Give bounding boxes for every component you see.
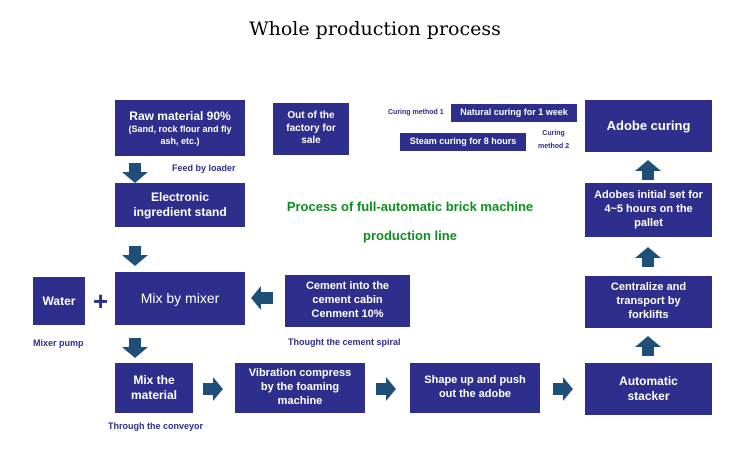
- mix-material-line-1: Mix the: [133, 373, 175, 387]
- adobes-initial-line-3: pallet: [634, 216, 663, 229]
- arrow-right-shape-to-stacker-shape: [553, 377, 573, 401]
- out-of-factory-box: Out of the factory for sale: [273, 103, 349, 155]
- natural-curing-box: Natural curing for 1 week: [451, 104, 577, 122]
- automatic-stacker-line-1: Automatic: [619, 374, 678, 388]
- center-text-line-2: production line: [363, 228, 457, 243]
- electronic-ingredient-line-1: Electronic: [150, 190, 210, 204]
- arrow-up-stacker-to-centralize: [635, 336, 661, 356]
- raw-material-detail-1: (Sand, rock flour and fly: [128, 124, 232, 135]
- water-box: Water: [33, 277, 85, 325]
- cement-spiral-note: Thought the cement spiral: [288, 337, 401, 347]
- electronic-ingredient-line-2: ingredient stand: [133, 205, 227, 219]
- arrow-up-centralize-to-initial-shape: [635, 247, 661, 267]
- raw-material-detail-2: ash, etc.): [160, 135, 200, 146]
- shape-up-line-2: out the adobe: [438, 388, 512, 400]
- arrow-right-material-to-vibration-shape: [203, 377, 223, 401]
- adobe-curing-label: Adobe curing: [606, 117, 691, 133]
- shape-up-line-1: Shape up and push: [424, 374, 526, 387]
- vibration-line-2: by the foaming: [260, 381, 340, 394]
- cement-line-2: cement cabin: [312, 294, 383, 307]
- vibration-line-3: machine: [277, 394, 323, 407]
- arrow-right-shape-to-stacker: [553, 377, 573, 401]
- arrow-down-raw-to-ingredient: [122, 163, 148, 183]
- raw-material-title: Raw material 90%: [129, 109, 231, 124]
- steam-curing-label: Steam curing for 8 hours: [409, 136, 517, 147]
- centralize-box: Centralize and transport by forklifts: [585, 276, 712, 328]
- adobes-initial-line-1: Adobes initial set for: [594, 189, 703, 202]
- raw-material-box: Raw material 90% (Sand, rock flour and f…: [115, 100, 245, 156]
- center-text-line-1: Process of full-automatic brick machine: [286, 199, 534, 214]
- arrow-up-stacker-to-centralize-shape: [635, 336, 661, 356]
- mix-material-line-2: material: [130, 388, 178, 402]
- adobes-initial-line-2: 4~5 hours on the: [604, 203, 693, 216]
- arrow-up-centralize-to-initial: [635, 247, 661, 267]
- automatic-stacker-box: Automatic stacker: [585, 363, 712, 415]
- feed-by-loader-note: Feed by loader: [172, 163, 236, 173]
- arrow-left-cement-to-mixer: [251, 286, 273, 310]
- arrow-down-ingredient-to-mixer-shape: [122, 246, 148, 266]
- arrow-down-raw-to-ingredient-shape: [122, 163, 148, 183]
- plus-sign: +: [93, 286, 109, 316]
- arrow-up-initial-to-curing: [635, 160, 661, 180]
- adobe-curing-box: Adobe curing: [585, 100, 712, 152]
- mix-by-mixer-label: Mix by mixer: [140, 289, 220, 306]
- curing-method-2-line-1: Curing: [542, 130, 565, 137]
- arrow-left-cement-to-mixer-shape: [251, 286, 273, 310]
- cement-line-1: Cement into the: [305, 280, 390, 293]
- curing-method-2-line-2: method 2: [538, 143, 570, 151]
- shape-up-box: Shape up and push out the adobe: [410, 363, 540, 413]
- arrow-right-material-to-vibration: [203, 377, 223, 401]
- centralize-line-1: Centralize and: [610, 281, 687, 294]
- water-label: Water: [42, 293, 76, 308]
- out-of-factory-line-1: Out of the: [287, 110, 335, 122]
- arrow-right-vibration-to-shape-shape: [376, 377, 396, 401]
- mix-by-mixer-box: Mix by mixer: [115, 272, 245, 325]
- out-of-factory-line-2: factory for: [286, 122, 336, 134]
- curing-method-1-note: Curing method 1: [388, 109, 444, 116]
- vibration-compress-box: Vibration compress by the foaming machin…: [235, 363, 365, 413]
- cement-line-3: Cenment 10%: [311, 307, 384, 320]
- arrow-down-mixer-to-material-shape: [122, 338, 148, 358]
- steam-curing-box: Steam curing for 8 hours: [400, 133, 526, 151]
- out-of-factory-line-3: sale: [301, 135, 321, 147]
- mix-material-box: Mix the material: [115, 363, 193, 413]
- adobes-initial-box: Adobes initial set for 4~5 hours on the …: [585, 183, 712, 237]
- mixer-pump-note: Mixer pump: [33, 338, 84, 348]
- automatic-stacker-line-2: stacker: [627, 389, 670, 403]
- centralize-line-3: forklifts: [628, 308, 669, 321]
- through-conveyor-note: Through the conveyor: [108, 421, 204, 431]
- curing-method-2-note: Curing method 2: [538, 127, 569, 154]
- cement-box: Cement into the cement cabin Cenment 10%: [285, 275, 410, 327]
- electronic-ingredient-box: Electronic ingredient stand: [115, 183, 245, 227]
- diagram-title: Whole production process: [249, 18, 501, 40]
- arrow-right-vibration-to-shape: [376, 377, 396, 401]
- centralize-line-2: transport by: [616, 295, 681, 308]
- arrow-down-ingredient-to-mixer: [122, 246, 148, 266]
- arrow-down-mixer-to-material: [122, 338, 148, 358]
- arrow-up-initial-to-curing-shape: [635, 160, 661, 180]
- natural-curing-label: Natural curing for 1 week: [460, 107, 568, 118]
- vibration-line-1: Vibration compress: [248, 367, 352, 380]
